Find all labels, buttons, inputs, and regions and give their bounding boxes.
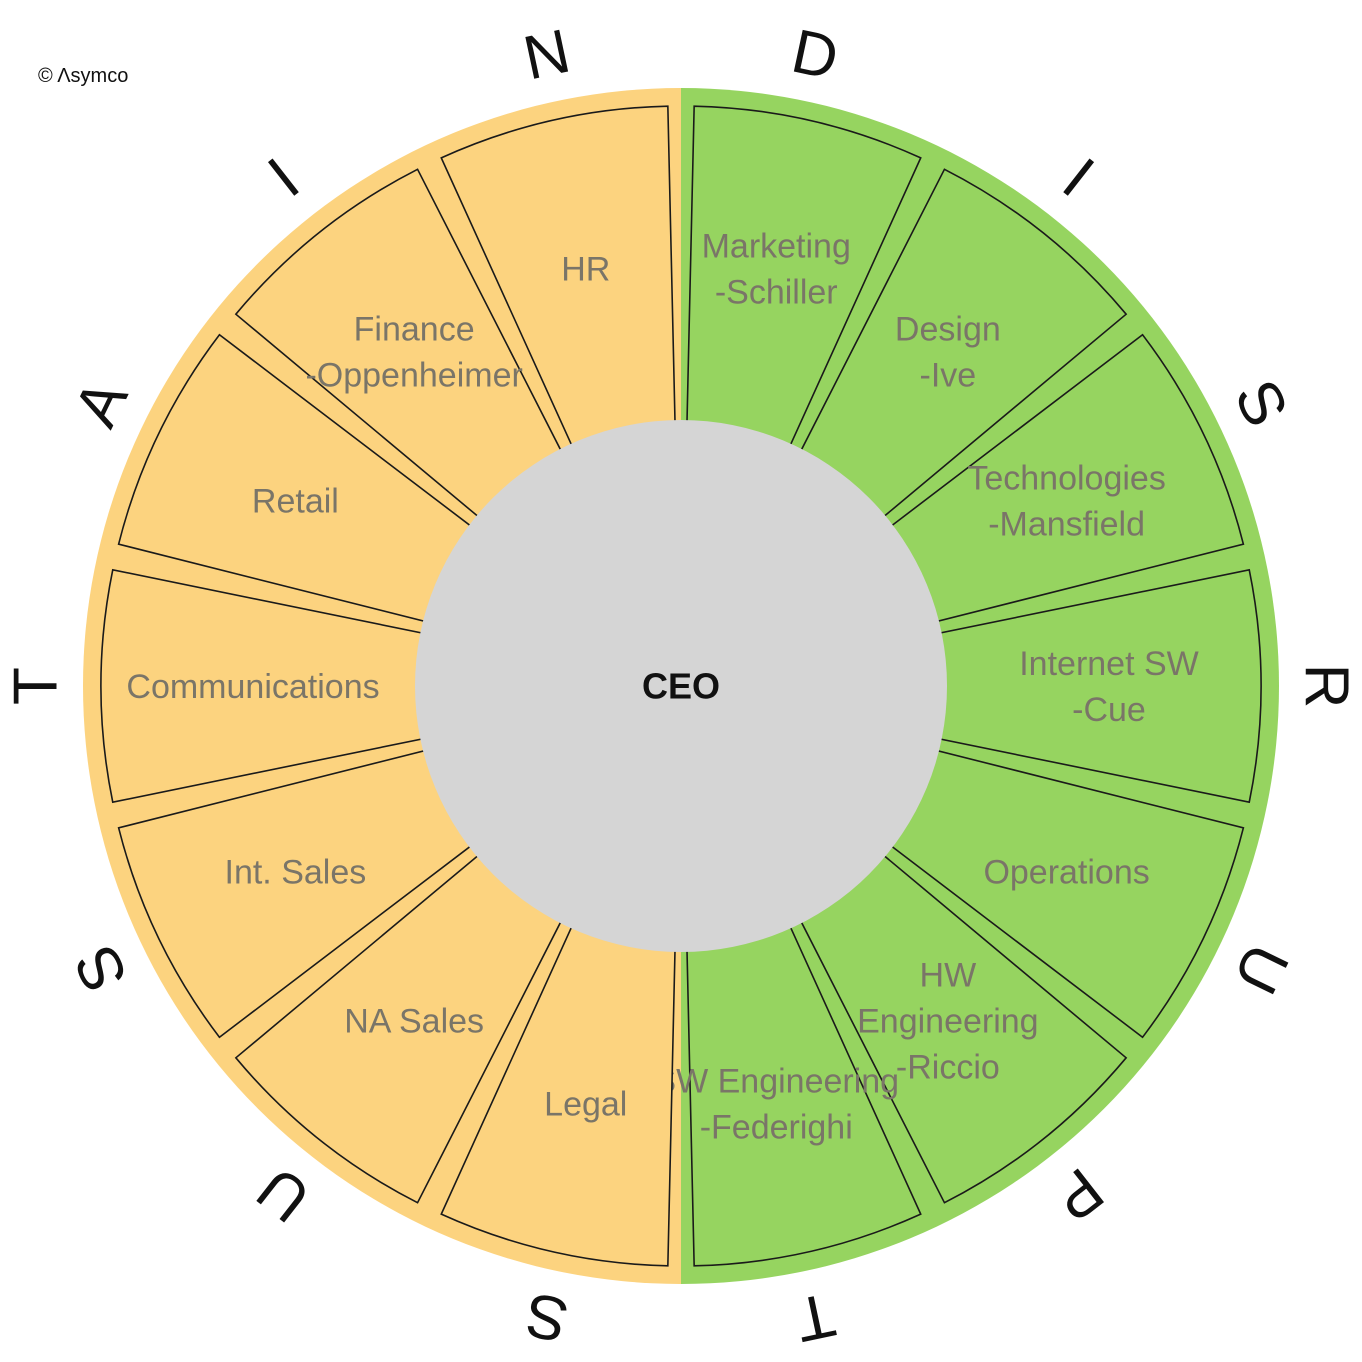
segment-left[interactable]: Communications — [100, 568, 426, 804]
segment-label: NA Sales — [344, 1003, 484, 1041]
segment-left[interactable]: Finance -Oppenheimer — [234, 168, 564, 520]
segment-label-line: -Schiller — [715, 274, 838, 312]
center-layer: CEO — [415, 420, 947, 952]
segment-label: Design -Ive — [895, 310, 1001, 394]
ceo-label: CEO — [642, 666, 720, 707]
segment-label-line: Finance — [354, 310, 475, 348]
copyright-notice: © Λsymco — [38, 65, 128, 87]
ring-letter-left: N — [518, 17, 576, 94]
segment-label-line: -Oppenheimer — [305, 356, 522, 394]
ring-letter-right: I — [1050, 145, 1106, 210]
ring-letter-right: D — [786, 17, 844, 94]
segment-right[interactable]: SW Engineering -Federighi — [653, 923, 922, 1267]
segment-label-line: Marketing — [702, 228, 851, 266]
segment-label-line: -Mansfield — [988, 505, 1145, 543]
ring-letter-left: T — [2, 667, 71, 705]
segment-label: Technologies -Mansfield — [967, 459, 1165, 543]
segment-label-line: Internet SW — [1019, 645, 1199, 683]
ring-letter-left: S — [61, 935, 141, 1002]
segment-label-line: Int. Sales — [225, 854, 367, 892]
segment-label-line: -Ive — [920, 356, 977, 394]
segment-label: Marketing -Schiller — [702, 228, 851, 312]
segment-label-line: NA Sales — [344, 1003, 484, 1041]
ring-letter-left: I — [256, 145, 312, 210]
segment-label: Finance -Oppenheimer — [305, 310, 522, 394]
segment-label-line: Engineering — [857, 1003, 1038, 1041]
ring-letter-left: U — [245, 1153, 323, 1235]
segment-label: Legal — [544, 1085, 627, 1123]
segment-label-line: Design — [895, 310, 1001, 348]
segment-label-line: Retail — [252, 482, 339, 520]
segment-left[interactable]: Int. Sales — [117, 749, 474, 1039]
segment-left[interactable]: HR — [440, 105, 676, 449]
segment-label: Int. Sales — [225, 854, 367, 892]
ring-letter-right: P — [1041, 1154, 1116, 1234]
ring-letter-right: U — [1220, 934, 1302, 1004]
ring-letter-right: T — [789, 1279, 840, 1354]
ring-letter-right: S — [1221, 370, 1301, 437]
segment-label-line: -Federighi — [700, 1108, 853, 1146]
segment-label: SW Engineering -Federighi — [653, 1062, 899, 1146]
segment-label-line: -Riccio — [896, 1049, 1000, 1087]
ceo-circle — [415, 420, 947, 952]
ring-letter-left: S — [519, 1279, 574, 1355]
segment-label-line: HW — [920, 957, 977, 995]
segment-right[interactable]: HW Engineering -Riccio — [798, 852, 1128, 1204]
segment-label: HW Engineering -Riccio — [857, 957, 1038, 1087]
ring-letter-left: A — [61, 369, 141, 437]
segment-label-line: HR — [561, 251, 610, 289]
segment-label: Retail — [252, 482, 339, 520]
segment-label: Operations — [983, 854, 1149, 892]
segment-label-line: Operations — [983, 854, 1149, 892]
segment-label-line: Legal — [544, 1085, 627, 1123]
segment-label: Internet SW -Cue — [1019, 645, 1199, 729]
segment-label-line: -Cue — [1072, 691, 1146, 729]
segment-left[interactable]: NA Sales — [234, 852, 564, 1204]
segment-label: Communications — [126, 668, 379, 706]
ring-letter-right: R — [1292, 664, 1361, 709]
segment-label-line: Technologies — [967, 459, 1165, 497]
segment-label: HR — [561, 251, 610, 289]
segment-label-line: Communications — [126, 668, 379, 706]
segment-label-line: SW Engineering — [653, 1062, 899, 1100]
